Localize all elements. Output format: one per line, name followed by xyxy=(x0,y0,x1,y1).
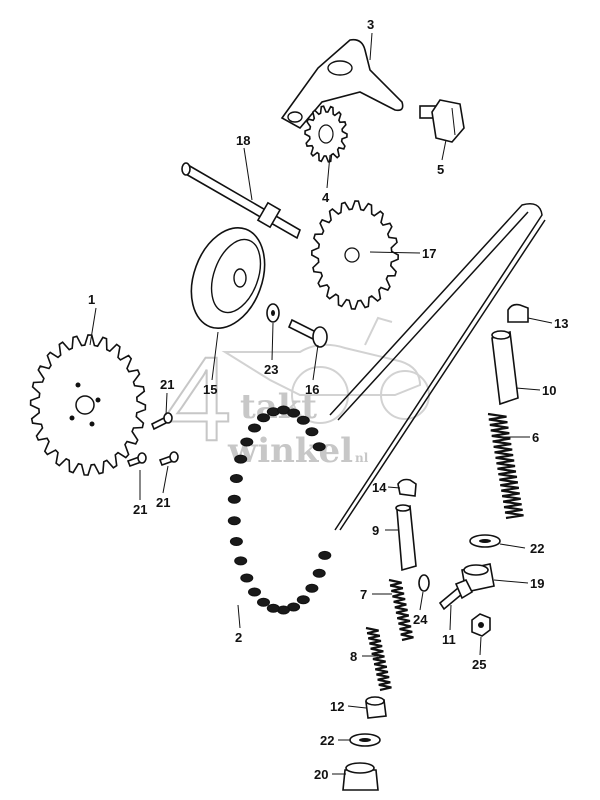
part-21-small-bolt-c xyxy=(158,451,179,467)
callout-22-b: 22 xyxy=(320,733,334,748)
watermark-scooter-outline xyxy=(221,316,430,424)
callout-11: 11 xyxy=(442,632,456,647)
callout-16: 16 xyxy=(305,382,319,397)
callout-17: 17 xyxy=(422,246,436,261)
callout-18: 18 xyxy=(236,133,250,148)
part-21-small-bolt-b xyxy=(126,452,147,468)
part-24-ring xyxy=(418,574,430,592)
part-13-cap xyxy=(507,303,529,323)
part-10-tube xyxy=(491,330,519,406)
callout-5: 5 xyxy=(437,162,444,177)
part-7-spring xyxy=(388,578,414,642)
part-15-roller xyxy=(190,226,266,330)
part-6-spring xyxy=(487,412,524,520)
part-22-washer-a xyxy=(469,534,501,548)
part-5-bolt xyxy=(419,99,465,143)
callout-9: 9 xyxy=(372,523,379,538)
part-20-bolt xyxy=(342,762,379,791)
callout-20: 20 xyxy=(314,767,328,782)
callout-21-a: 21 xyxy=(160,377,174,392)
callout-15: 15 xyxy=(203,382,217,397)
part-14-cap xyxy=(397,478,417,497)
callout-leader-lines xyxy=(89,32,553,775)
callout-4: 4 xyxy=(322,190,330,205)
callout-1: 1 xyxy=(88,292,95,307)
part-9-tube xyxy=(395,504,417,572)
callout-labels: 1 2 3 4 5 6 7 8 9 10 11 12 13 14 15 16 1… xyxy=(88,17,568,782)
callout-8: 8 xyxy=(350,649,357,664)
callout-25: 25 xyxy=(472,657,486,672)
watermark-suffix: nl xyxy=(355,451,369,465)
callout-24: 24 xyxy=(413,612,428,627)
part-18-shaft xyxy=(181,162,301,240)
part-16-pin-bolt xyxy=(287,318,328,348)
part-25-nut xyxy=(471,613,491,637)
callout-21-b: 21 xyxy=(133,502,147,517)
callout-7: 7 xyxy=(360,587,367,602)
callout-3: 3 xyxy=(367,17,374,32)
part-12-plug xyxy=(365,696,387,719)
part-23-washer xyxy=(266,303,280,323)
part-11-bolt xyxy=(438,578,474,611)
part-2-cam-chain xyxy=(227,203,546,615)
watermark-digit: 4 xyxy=(165,332,232,466)
part-1-sprocket xyxy=(29,334,147,476)
part-21-small-bolt-a xyxy=(150,412,173,431)
part-4-small-sprocket xyxy=(304,105,348,163)
callout-6: 6 xyxy=(532,430,539,445)
callout-14: 14 xyxy=(372,480,387,495)
watermark-word-bottom: winkel xyxy=(227,431,353,471)
callout-19: 19 xyxy=(530,576,544,591)
callout-22-a: 22 xyxy=(530,541,544,556)
callout-10: 10 xyxy=(542,383,556,398)
callout-2: 2 xyxy=(235,630,242,645)
callout-12: 12 xyxy=(330,699,344,714)
callout-21-c: 21 xyxy=(156,495,170,510)
part-3-tensioner-arm xyxy=(280,38,404,130)
part-8-spring xyxy=(365,626,392,692)
callout-23: 23 xyxy=(264,362,278,377)
watermark-logo: 4 takt winkel nl xyxy=(164,316,430,471)
callout-13: 13 xyxy=(554,316,568,331)
part-22-washer-b xyxy=(349,733,381,747)
part-17-sprocket xyxy=(310,200,400,310)
